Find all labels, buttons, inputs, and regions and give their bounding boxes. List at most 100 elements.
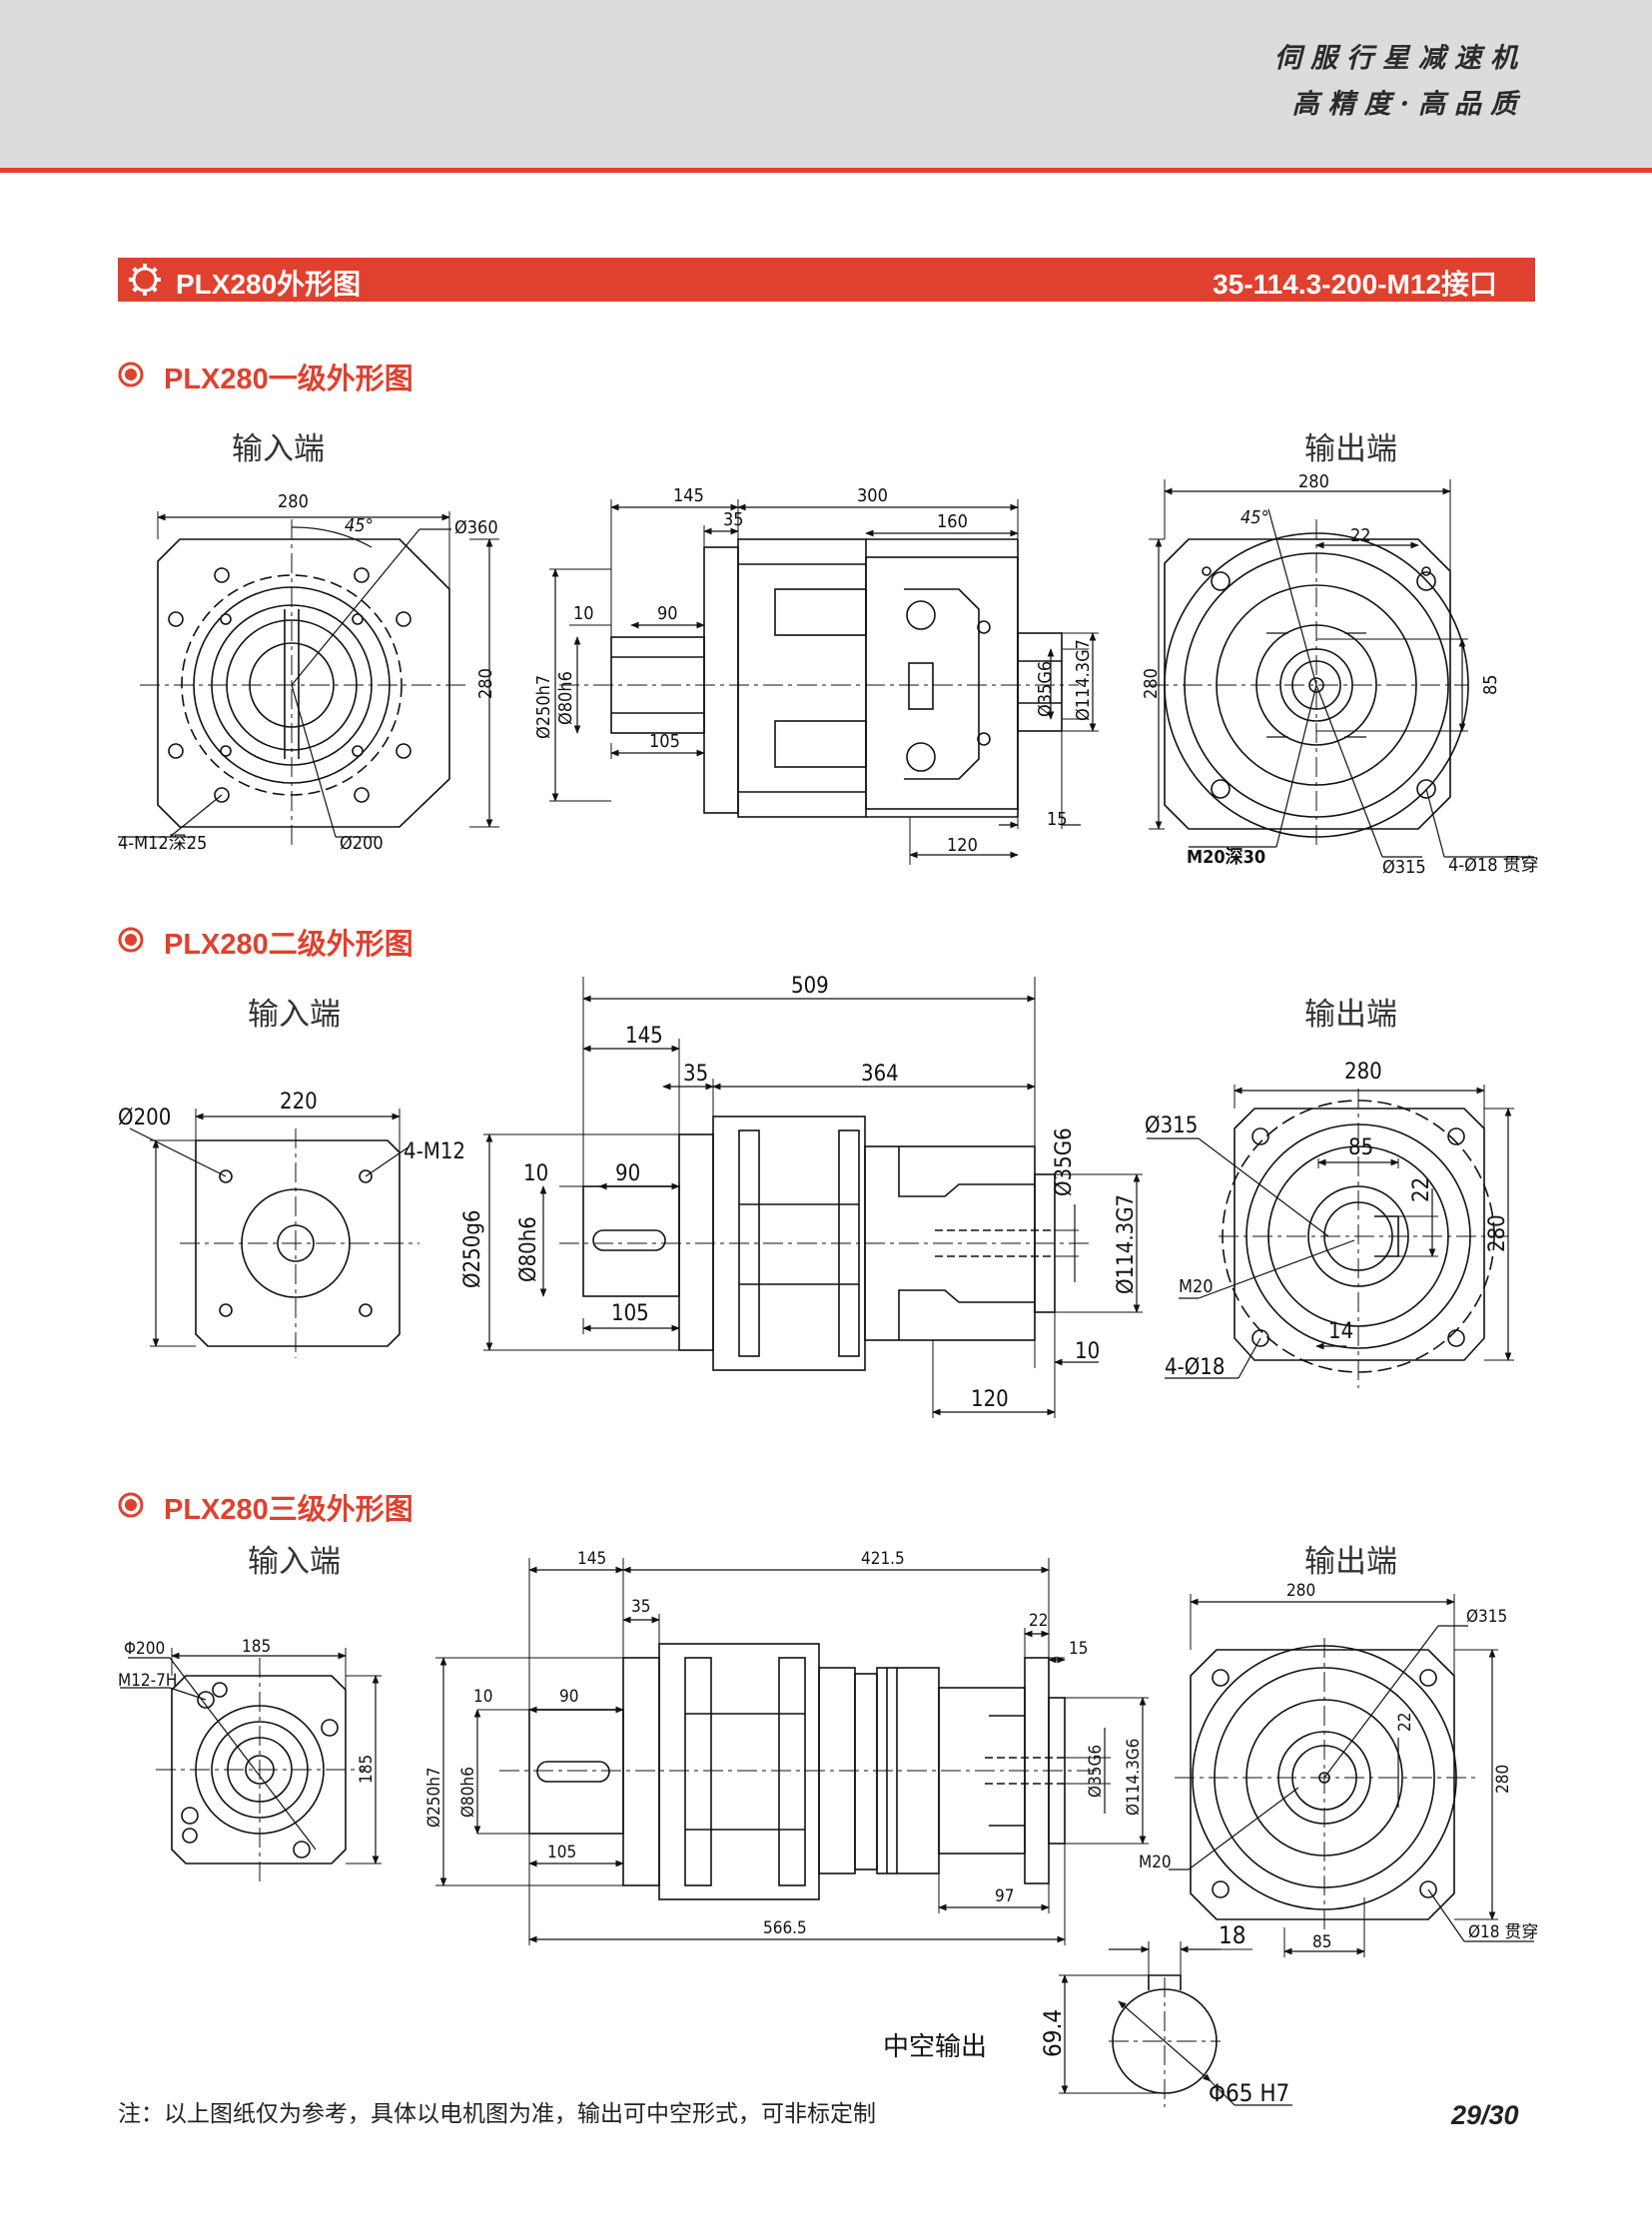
s1-side-90: 90 (657, 603, 678, 624)
gear-icon (129, 264, 161, 296)
target-icon (118, 1492, 144, 1518)
s3-side-35: 35 (631, 1597, 650, 1617)
s1-in-width: 280 (278, 491, 309, 512)
stage3-side-view (435, 1558, 1149, 1945)
s2-side-bore2: Ø114.3G7 (1114, 1194, 1139, 1294)
s2-out-tap: M20 (1179, 1276, 1214, 1297)
title-bar: PLX280外形图 35-114.3-200-M12接口 (118, 258, 1535, 302)
s3-out-height: 280 (1493, 1765, 1513, 1794)
s3-side-97: 97 (995, 1886, 1014, 1906)
s3-out-85: 85 (1312, 1932, 1331, 1952)
s1-side-bore1: Ø35G6 (1035, 661, 1056, 717)
stage1-input-label: 输入端 (232, 431, 325, 467)
s1-in-angle: 45° (345, 515, 374, 536)
s3-hollow-694: 69.4 (1039, 2009, 1067, 2057)
s2-side-120: 120 (971, 1387, 1009, 1412)
stage1-output-label: 输出端 (1304, 431, 1397, 467)
s2-in-width: 220 (280, 1090, 318, 1115)
dimension-labels-stage3: Φ200 185 M12-7H 185 145 421.5 35 22 15 1… (118, 1549, 1538, 1952)
stage2-output-view (1147, 1085, 1514, 1388)
s2-side-10b: 10 (1075, 1339, 1100, 1364)
header-band (0, 0, 1652, 168)
s2-out-14: 14 (1328, 1319, 1353, 1344)
s2-side-bore1: Ø35G6 (1052, 1127, 1077, 1196)
s3-in-width: 185 (242, 1637, 271, 1657)
stage3-input-label: 输入端 (248, 1544, 341, 1580)
s3-hollow-18: 18 (1219, 1921, 1245, 1949)
s2-side-10: 10 (523, 1161, 548, 1186)
s1-out-85: 85 (1480, 674, 1501, 695)
s2-side-total: 509 (791, 974, 829, 999)
s3-in-height: 185 (357, 1755, 377, 1784)
s1-side-key: Ø80h6 (555, 671, 576, 725)
s3-side-10: 10 (473, 1687, 492, 1707)
s3-side-22: 22 (1029, 1611, 1048, 1631)
s1-side-35: 35 (723, 509, 744, 530)
s1-side-105: 105 (649, 731, 680, 752)
s3-side-145: 145 (577, 1549, 606, 1569)
dimension-labels: 280 45° Ø360 280 4-M12深25 Ø200 145 35 30… (118, 471, 1539, 878)
s2-side-35: 35 (683, 1062, 708, 1087)
brand-line-1: 伺服行星减速机 (1274, 43, 1526, 74)
s1-out-height: 280 (1141, 668, 1162, 699)
s3-side-90: 90 (559, 1687, 578, 1707)
s2-out-85: 85 (1348, 1135, 1373, 1160)
s1-out-holes: 4-Ø18 贯穿 (1448, 855, 1539, 876)
s1-in-height: 280 (475, 668, 496, 699)
s2-out-width: 280 (1344, 1060, 1382, 1085)
s1-out-pcd: Ø315 (1382, 857, 1426, 878)
s3-side-bore1: Ø35G6 (1086, 1745, 1106, 1798)
title-bar-left: PLX280外形图 (176, 269, 362, 300)
s1-in-pcd: Ø360 (454, 517, 498, 538)
s2-out-pcd: Ø315 (1145, 1114, 1198, 1138)
s1-side-15: 15 (1047, 809, 1068, 830)
s1-out-angle: 45° (1240, 507, 1269, 528)
s1-out-22: 22 (1350, 525, 1371, 546)
s2-side-364: 364 (861, 1062, 899, 1087)
s2-out-height: 280 (1485, 1214, 1510, 1252)
stage2-input-view (129, 1109, 419, 1358)
s1-out-width: 280 (1298, 471, 1329, 492)
s2-out-holes: 4-Ø18 (1165, 1355, 1226, 1380)
s1-side-shaft: Ø250h7 (533, 675, 554, 739)
stage3-input-view (120, 1648, 382, 1881)
stage2-output-label: 输出端 (1304, 997, 1397, 1033)
s3-side-15: 15 (1069, 1639, 1088, 1659)
brand-line-2: 高精度·高品质 (1291, 89, 1526, 120)
s3-in-tap: M12-7H (118, 1671, 177, 1691)
footnote: 注：以上图纸仅为参考，具体以电机图为准，输出可中空形式，可非标定制 (118, 2100, 876, 2126)
s3-out-tap: M20 (1139, 1853, 1172, 1872)
s3-out-22: 22 (1395, 1713, 1415, 1732)
target-icon (118, 362, 144, 387)
s1-side-120: 120 (947, 835, 978, 856)
s3-in-pcd: Φ200 (124, 1639, 165, 1659)
s2-side-key: Ø80h6 (516, 1216, 541, 1282)
section-stage2-title: PLX280二级外形图 (164, 929, 413, 961)
s1-side-145: 145 (673, 485, 704, 506)
s3-side-105: 105 (547, 1843, 576, 1863)
stage1-side-view (549, 499, 1099, 865)
s2-side-145: 145 (625, 1024, 663, 1049)
page-number: 29/30 (1451, 2100, 1519, 2130)
stage1-input-view (118, 511, 499, 845)
s1-side-10: 10 (573, 603, 594, 624)
s3-side-total: 566.5 (763, 1918, 807, 1938)
dimension-labels-large: Ø200 220 4-M12 509 145 35 364 10 90 105 … (118, 974, 1510, 2107)
s1-side-300: 300 (857, 485, 888, 506)
s3-side-4215: 421.5 (861, 1549, 905, 1569)
stage1-output-view (1149, 479, 1534, 858)
s3-side-bore2: Ø114.3G6 (1124, 1739, 1144, 1816)
title-bar-right: 35-114.3-200-M12接口 (1213, 269, 1497, 300)
section-stage1-title: PLX280一级外形图 (164, 364, 413, 395)
s2-in-pcd: Ø200 (118, 1106, 171, 1130)
s1-side-160: 160 (937, 511, 968, 532)
target-icon (118, 927, 144, 953)
s1-side-bore2: Ø114.3G7 (1073, 639, 1094, 721)
s2-side-shaft: Ø250g6 (460, 1209, 485, 1288)
s2-side-90: 90 (615, 1161, 640, 1186)
s1-in-pilot: Ø200 (340, 833, 384, 854)
s2-side-105: 105 (611, 1301, 649, 1326)
stage3-output-view (1169, 1594, 1534, 1957)
s3-hollow-bore: Φ65 H7 (1209, 2079, 1289, 2107)
